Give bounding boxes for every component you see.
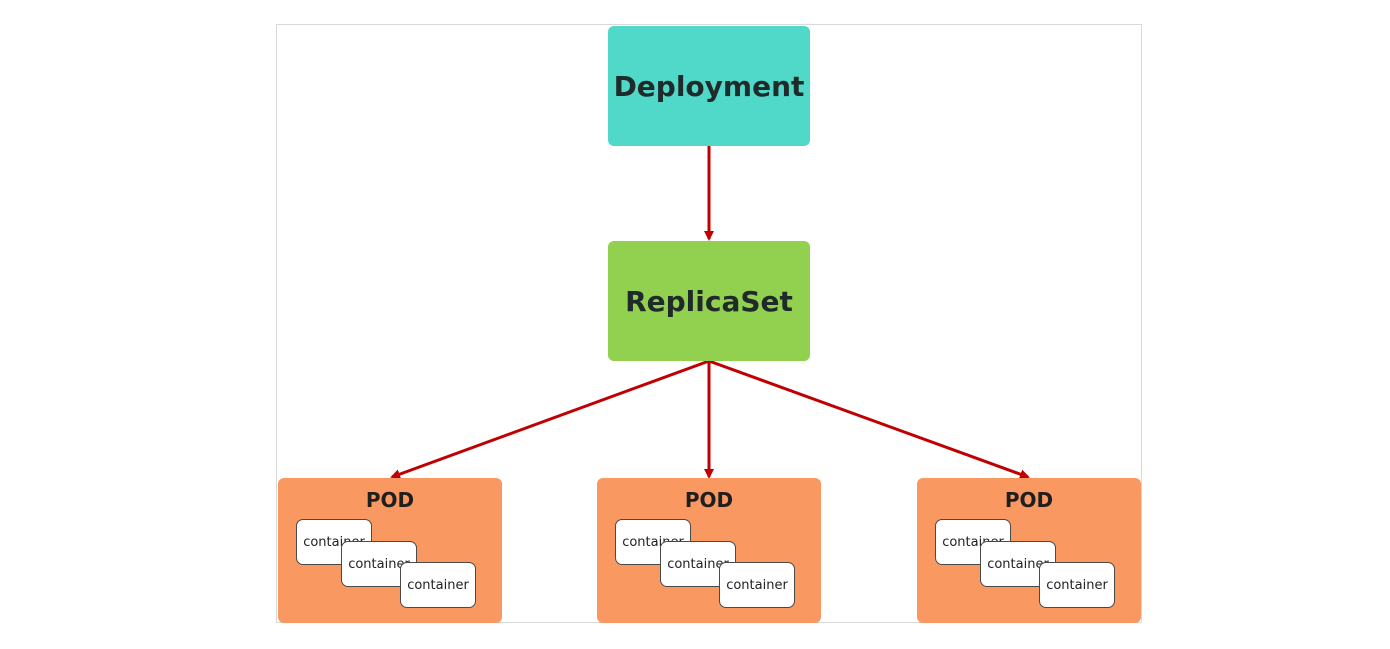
- container-card: container: [400, 562, 476, 608]
- container-card: container: [719, 562, 795, 608]
- pod-3: POD container container container: [917, 478, 1141, 623]
- pod-title: POD: [1004, 488, 1054, 512]
- pod-title: POD: [684, 488, 734, 512]
- deployment-node: Deployment: [608, 26, 810, 146]
- replicaset-label: ReplicaSet: [625, 284, 793, 318]
- replicaset-node: ReplicaSet: [608, 241, 810, 361]
- deployment-label: Deployment: [613, 69, 805, 103]
- pod-title: POD: [365, 488, 415, 512]
- pod-1: POD container container container: [278, 478, 502, 623]
- container-card: container: [1039, 562, 1115, 608]
- pod-2: POD container container container: [597, 478, 821, 623]
